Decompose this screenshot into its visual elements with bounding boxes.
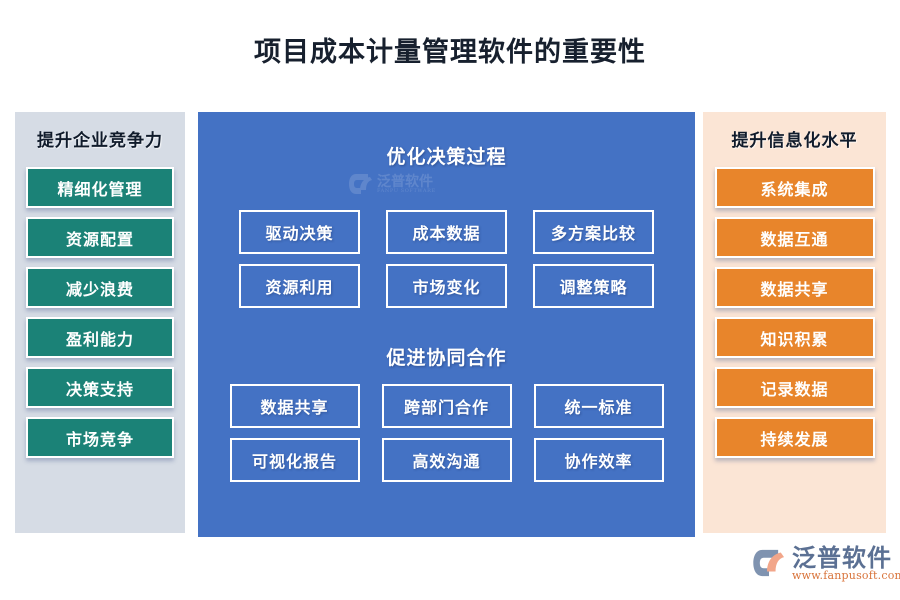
left-chip-6-label: 市场竞争: [65, 429, 134, 449]
center-box-decision-6-label: 调整策略: [559, 278, 628, 297]
center-grid-decision-row-2: 资源利用 市场变化 调整策略: [198, 264, 695, 308]
center-box-collaboration-1[interactable]: 数据共享: [229, 384, 360, 428]
center-box-collaboration-5-label: 高效沟通: [412, 452, 481, 471]
left-chip-1[interactable]: 精细化管理: [26, 167, 174, 208]
right-chip-6[interactable]: 持续发展: [714, 417, 875, 458]
center-section-title-decision: 优化决策过程: [386, 146, 507, 168]
right-chip-1[interactable]: 系统集成: [714, 167, 875, 208]
center-box-decision-5[interactable]: 市场变化: [386, 264, 507, 308]
brand-name: 泛普软件: [792, 543, 892, 572]
center-grid-decision-row-1: 驱动决策 成本数据 多方案比较: [198, 210, 695, 254]
left-panel-chip-list: 精细化管理 资源配置 减少浪费 盈利能力 决策支持 市场竞争: [15, 167, 185, 458]
center-box-collaboration-6-label: 协作效率: [564, 452, 633, 471]
center-box-collaboration-2[interactable]: 跨部门合作: [381, 384, 512, 428]
center-box-collaboration-2-label: 跨部门合作: [403, 398, 489, 417]
center-box-decision-3[interactable]: 多方案比较: [533, 210, 654, 254]
center-box-decision-6[interactable]: 调整策略: [533, 264, 654, 308]
watermark-name: 泛普软件: [377, 173, 433, 190]
left-chip-1-label: 精细化管理: [57, 179, 143, 199]
brand-logo: 泛普软件 www.fanpusoft.com: [752, 545, 900, 582]
center-grid-collaboration: 数据共享 跨部门合作 统一标准 可视化报告 高效沟通 协作效率: [198, 384, 695, 482]
brand-url: www.fanpusoft.com: [792, 569, 900, 583]
right-panel-heading: 提升信息化水平: [731, 131, 858, 151]
center-box-decision-1-label: 驱动决策: [265, 224, 334, 243]
center-box-decision-4-label: 资源利用: [265, 278, 334, 297]
brand-text: 泛普软件 www.fanpusoft.com: [792, 545, 900, 582]
center-box-collaboration-1-label: 数据共享: [260, 398, 329, 417]
center-box-decision-4[interactable]: 资源利用: [239, 264, 360, 308]
left-chip-6[interactable]: 市场竞争: [26, 417, 174, 458]
right-chip-5-label: 记录数据: [760, 379, 829, 399]
left-chip-2[interactable]: 资源配置: [26, 217, 174, 258]
page-title: 项目成本计量管理软件的重要性: [254, 37, 646, 68]
center-box-collaboration-5[interactable]: 高效沟通: [381, 438, 512, 482]
watermark-logo: 泛普软件 FANPU SOFTWARE: [348, 168, 448, 200]
right-chip-6-label: 持续发展: [760, 429, 829, 449]
right-chip-4-label: 知识积累: [760, 329, 829, 349]
center-box-collaboration-6[interactable]: 协作效率: [533, 438, 664, 482]
right-chip-3-label: 数据共享: [760, 279, 829, 299]
left-panel-heading: 提升企业竞争力: [37, 131, 163, 151]
left-chip-5-label: 决策支持: [65, 379, 134, 399]
center-section-title-collaboration: 促进协同合作: [386, 347, 507, 369]
center-panel: 泛普软件 FANPU SOFTWARE 优化决策过程 驱动决策 成本数据 多方案…: [198, 112, 695, 537]
right-panel: 提升信息化水平 系统集成 数据互通 数据共享 知识积累 记录数据 持续发展: [703, 112, 886, 533]
right-chip-4[interactable]: 知识积累: [714, 317, 875, 358]
center-grid-decision: 驱动决策 成本数据 多方案比较 资源利用 市场变化 调整策略: [198, 210, 695, 308]
center-box-decision-2-label: 成本数据: [412, 224, 481, 243]
right-chip-3[interactable]: 数据共享: [714, 267, 875, 308]
watermark-text: 泛普软件 FANPU SOFTWARE: [377, 175, 436, 194]
left-panel: 提升企业竞争力 精细化管理 资源配置 减少浪费 盈利能力 决策支持 市场竞争: [15, 112, 185, 533]
center-grid-collaboration-row-2: 可视化报告 高效沟通 协作效率: [198, 438, 695, 482]
right-chip-5[interactable]: 记录数据: [714, 367, 875, 408]
left-chip-3-label: 减少浪费: [65, 279, 134, 299]
right-chip-1-label: 系统集成: [760, 179, 829, 199]
left-chip-4[interactable]: 盈利能力: [26, 317, 174, 358]
left-chip-5[interactable]: 决策支持: [26, 367, 174, 408]
center-box-decision-1[interactable]: 驱动决策: [239, 210, 360, 254]
center-box-collaboration-3[interactable]: 统一标准: [533, 384, 664, 428]
left-chip-2-label: 资源配置: [65, 229, 134, 249]
watermark-tagline: FANPU SOFTWARE: [377, 187, 436, 194]
center-box-collaboration-4-label: 可视化报告: [251, 452, 337, 471]
right-chip-2-label: 数据互通: [760, 229, 829, 249]
left-chip-3[interactable]: 减少浪费: [26, 267, 174, 308]
center-box-decision-3-label: 多方案比较: [550, 224, 636, 243]
center-grid-collaboration-row-1: 数据共享 跨部门合作 统一标准: [198, 384, 695, 428]
center-box-collaboration-3-label: 统一标准: [564, 398, 633, 417]
left-chip-4-label: 盈利能力: [65, 329, 134, 349]
brand-logo-mark: [753, 550, 785, 577]
right-panel-chip-list: 系统集成 数据互通 数据共享 知识积累 记录数据 持续发展: [703, 167, 886, 458]
center-box-collaboration-4[interactable]: 可视化报告: [229, 438, 360, 482]
watermark-logo-mark: [349, 174, 372, 194]
right-chip-2[interactable]: 数据互通: [714, 217, 875, 258]
center-box-decision-2[interactable]: 成本数据: [386, 210, 507, 254]
center-box-decision-5-label: 市场变化: [412, 278, 481, 297]
